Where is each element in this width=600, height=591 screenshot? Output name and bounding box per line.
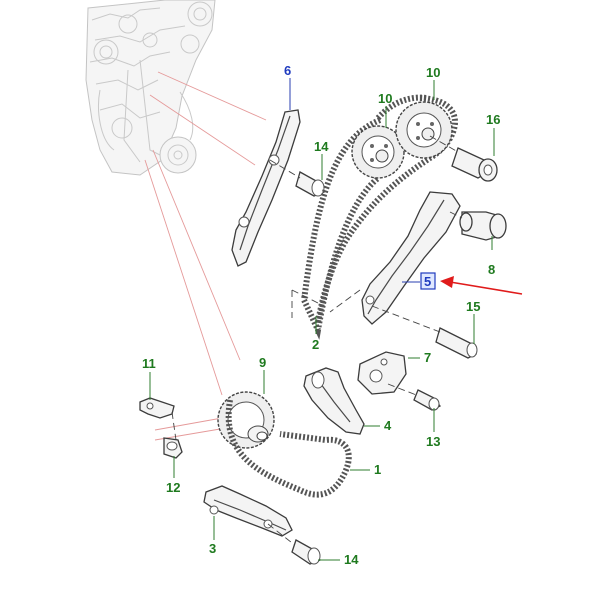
callout-11: 11 [142, 356, 156, 371]
callout-1: 1 [374, 462, 381, 477]
callout-13: 13 [426, 434, 440, 449]
bolt-lower-guide [291, 539, 321, 565]
callout-9: 9 [259, 355, 266, 370]
callout-12: 12 [166, 480, 180, 495]
callout-labels: 6 10 10 16 14 8 5 15 2 7 11 9 4 13 1 12 … [142, 63, 500, 567]
chain-tensioner [449, 211, 507, 241]
callout-10a: 10 [378, 91, 392, 106]
assembly-lines [291, 289, 361, 318]
crankshaft-sprocket [217, 391, 275, 449]
reference-lines [144, 71, 267, 441]
sprocket-bolt [429, 135, 498, 182]
callout-6: 6 [284, 63, 291, 78]
bolt-upper-guide [269, 159, 325, 197]
upper-cam-chain [300, 94, 458, 340]
clip-bolt [163, 437, 183, 459]
callout-5: 5 [424, 274, 431, 289]
callout-2: 2 [312, 337, 319, 352]
lower-timing-chain [225, 399, 352, 498]
callout-15: 15 [466, 299, 480, 314]
camshaft-sprocket-left [351, 125, 405, 179]
callout-14a: 14 [314, 139, 329, 154]
red-arrow-indicator [440, 276, 523, 295]
hydraulic-tensioner [357, 351, 425, 399]
upper-chain-guide [231, 109, 301, 267]
callout-7: 7 [424, 350, 431, 365]
callout-3: 3 [209, 541, 216, 556]
chain-guide-clip [139, 397, 177, 441]
tensioner-arm [361, 191, 461, 325]
callout-4: 4 [384, 418, 392, 433]
leader-lines [149, 78, 495, 561]
callout-14b: 14 [344, 552, 359, 567]
callout-10b: 10 [426, 65, 440, 80]
lower-fixed-guide [203, 485, 297, 547]
callout-16: 16 [486, 112, 500, 127]
camshaft-sprocket-right [395, 101, 453, 159]
callout-8: 8 [488, 262, 495, 277]
tensioner-bolt [413, 389, 441, 411]
guide-pin [371, 305, 478, 359]
lower-tensioner-guide [303, 367, 365, 435]
highlight-box [420, 272, 436, 290]
engine-block-sketch [85, 0, 216, 176]
